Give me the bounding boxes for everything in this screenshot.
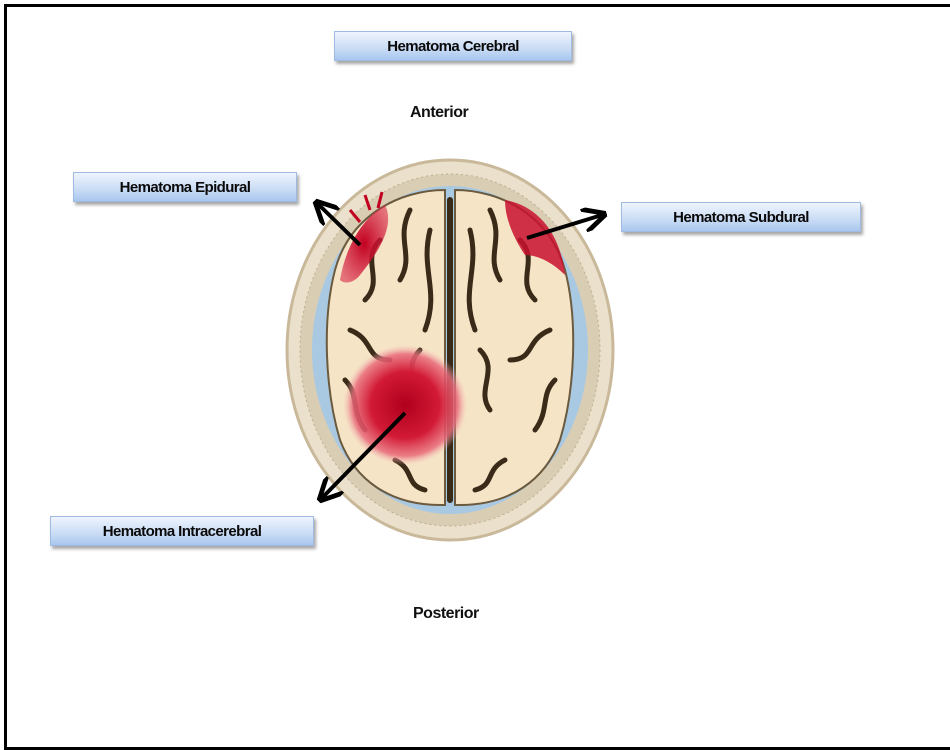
posterior-label: Posterior xyxy=(413,605,479,623)
intracerebral-hematoma xyxy=(343,345,467,465)
epidural-label: Hematoma Epidural xyxy=(73,172,297,202)
intracerebral-label: Hematoma Intracerebral xyxy=(50,516,314,546)
title-label: Hematoma Cerebral xyxy=(334,31,572,61)
subdural-label: Hematoma Subdural xyxy=(621,202,861,232)
anterior-label: Anterior xyxy=(410,104,468,122)
